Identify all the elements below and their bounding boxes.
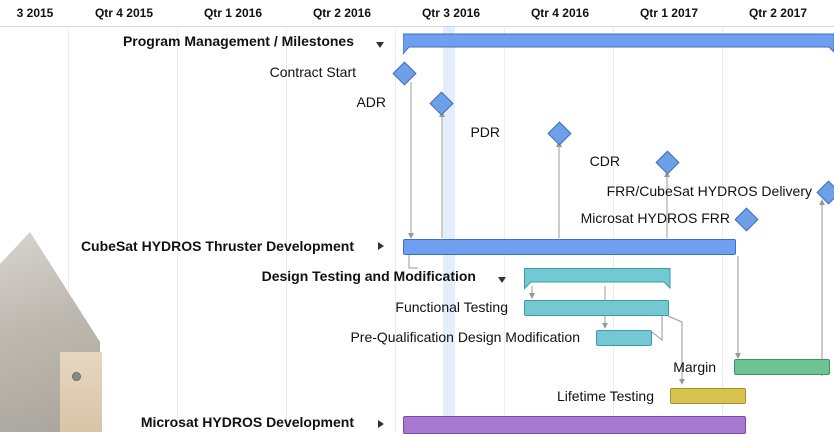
milestone-label-pdr[interactable]: PDR — [470, 124, 500, 140]
summary-bar-microsat-dev[interactable] — [403, 416, 746, 434]
grid-line — [177, 26, 178, 432]
collapse-triangle-icon[interactable] — [376, 42, 384, 48]
milestone-label-cdr[interactable]: CDR — [589, 153, 620, 169]
milestone-diamond-frr-cubesat[interactable] — [816, 180, 834, 205]
task-label-prequal-design-mod[interactable]: Pre-Qualification Design Modification — [350, 329, 580, 345]
grid-line — [613, 26, 614, 432]
expand-triangle-icon[interactable] — [378, 420, 384, 428]
task-label-program-management[interactable]: Program Management / Milestones — [122, 33, 354, 49]
summary-bar-program-management[interactable] — [403, 32, 834, 56]
quarter-header: Qtr 4 2016 — [530, 6, 590, 20]
grid-line — [722, 26, 723, 432]
milestone-label-adr[interactable]: ADR — [356, 94, 386, 110]
task-label-lifetime-testing[interactable]: Lifetime Testing — [556, 388, 654, 404]
grid-line — [286, 26, 287, 432]
current-date-band — [443, 26, 455, 432]
milestone-label-frr-cubesat[interactable]: FRR/CubeSat HYDROS Delivery — [606, 183, 812, 199]
summary-bar-cubesat-thruster-dev[interactable] — [403, 239, 736, 255]
task-bar-margin[interactable] — [734, 359, 830, 375]
task-label-cubesat-thruster-dev[interactable]: CubeSat HYDROS Thruster Development — [80, 238, 354, 254]
expand-triangle-icon[interactable] — [378, 242, 384, 250]
collapse-triangle-icon[interactable] — [498, 277, 506, 283]
quarter-header: Qtr 3 2016 — [421, 6, 481, 20]
hardware-photo-edge — [60, 352, 102, 432]
milestone-diamond-cdr[interactable] — [655, 150, 680, 175]
grid-line — [395, 26, 396, 432]
milestone-label-microsat-frr[interactable]: Microsat HYDROS FRR — [580, 210, 730, 226]
task-label-functional-testing[interactable]: Functional Testing — [395, 299, 508, 315]
milestone-diamond-contract-start[interactable] — [392, 61, 417, 86]
summary-bar-design-testing[interactable] — [524, 268, 671, 290]
milestone-label-contract-start[interactable]: Contract Start — [269, 64, 356, 80]
task-label-margin[interactable]: Margin — [673, 359, 716, 375]
quarter-header: Qtr 4 2015 — [94, 6, 154, 20]
quarter-header: Qtr 2 2017 — [748, 6, 808, 20]
milestone-diamond-pdr[interactable] — [547, 121, 572, 146]
task-label-microsat-dev[interactable]: Microsat HYDROS Development — [140, 414, 354, 430]
task-bar-lifetime-testing[interactable] — [670, 388, 746, 404]
grid-line — [504, 26, 505, 432]
task-bar-functional-testing[interactable] — [524, 300, 669, 316]
task-label-design-testing[interactable]: Design Testing and Modification — [261, 268, 476, 284]
milestone-diamond-microsat-frr[interactable] — [734, 207, 759, 232]
quarter-header: Qtr 1 2016 — [203, 6, 263, 20]
timeline-header: 3 2015 Qtr 4 2015 Qtr 1 2016 Qtr 2 2016 … — [0, 0, 834, 27]
task-bar-prequal-design-mod[interactable] — [596, 330, 652, 346]
screw-icon — [72, 372, 81, 381]
quarter-header: Qtr 1 2017 — [639, 6, 699, 20]
quarter-header: Qtr 2 2016 — [312, 6, 372, 20]
grid-line — [68, 26, 69, 432]
quarter-header: 3 2015 — [16, 6, 54, 20]
